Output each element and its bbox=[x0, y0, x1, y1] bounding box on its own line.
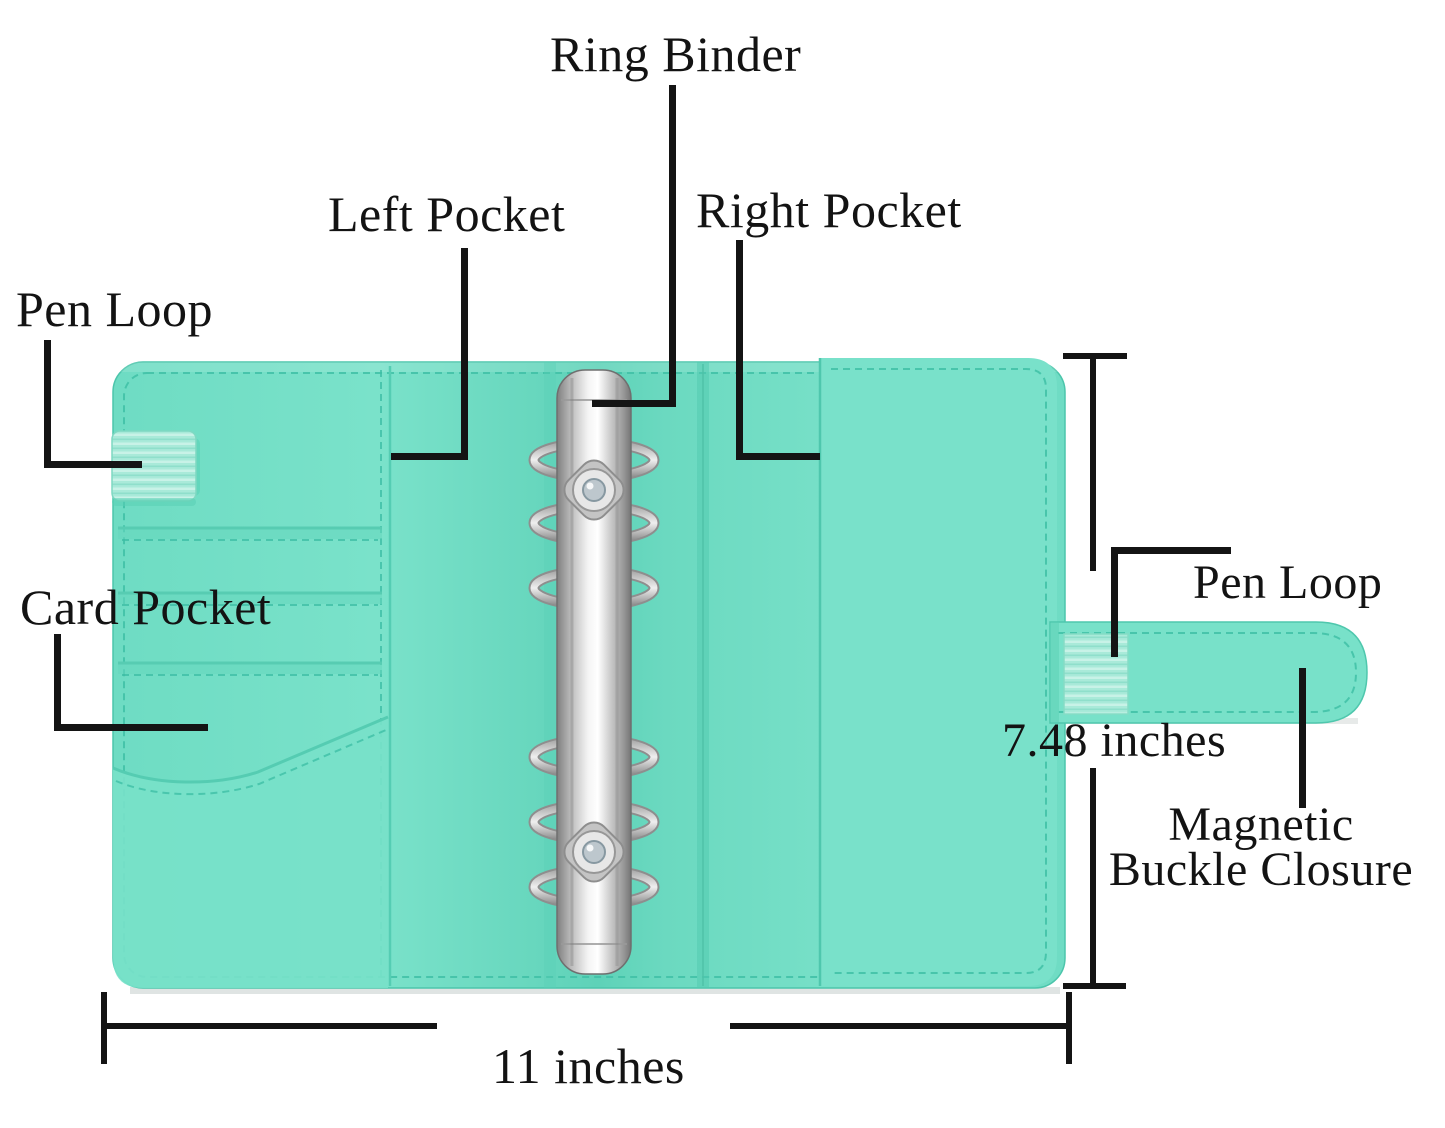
dim-height-line-upper bbox=[1090, 353, 1096, 571]
dim-width-right-tick bbox=[1066, 992, 1072, 1064]
label-width-dimension: 11 inches bbox=[492, 1038, 685, 1094]
rivet bbox=[563, 821, 625, 883]
leader-pen-loop-right-vertical bbox=[1111, 547, 1118, 657]
leader-left-pocket-vertical bbox=[461, 248, 468, 460]
pen-loop-left-elastic bbox=[111, 430, 200, 506]
dim-height-bottom-bar bbox=[1063, 983, 1126, 989]
pen-loop-right-elastic bbox=[1063, 633, 1129, 715]
closure-strap bbox=[1049, 621, 1368, 724]
leader-pen-loop-right-horizontal bbox=[1111, 547, 1231, 554]
dim-width-line-right bbox=[730, 1023, 1072, 1029]
label-magnetic-buckle-closure: Magnetic Buckle Closure bbox=[1093, 798, 1429, 896]
label-left-pocket: Left Pocket bbox=[328, 186, 566, 242]
leader-magnetic-vertical bbox=[1299, 668, 1306, 808]
right-pocket-panel bbox=[818, 358, 1057, 986]
label-pen-loop-right: Pen Loop bbox=[1193, 556, 1383, 609]
label-card-pocket: Card Pocket bbox=[20, 579, 272, 635]
label-magnetic-line2: Buckle Closure bbox=[1108, 843, 1414, 896]
card-slot bbox=[118, 661, 382, 676]
card-slot bbox=[118, 526, 382, 541]
card-slots bbox=[118, 526, 382, 676]
label-height-dimension: 7.48 inches bbox=[1002, 714, 1227, 767]
ring-mechanism bbox=[528, 369, 660, 975]
ring-mechanism-plate bbox=[556, 369, 632, 975]
label-ring-binder: Ring Binder bbox=[550, 26, 802, 82]
card-pocket-main bbox=[112, 715, 389, 988]
card-slot bbox=[118, 591, 382, 606]
leader-pen-loop-left-horizontal bbox=[44, 461, 142, 468]
rivet bbox=[563, 459, 625, 521]
leader-card-pocket-vertical bbox=[54, 634, 61, 731]
leader-ring-binder-horizontal bbox=[592, 400, 676, 407]
leader-ring-binder-vertical bbox=[669, 85, 676, 407]
dim-height-line-lower bbox=[1090, 768, 1096, 988]
label-magnetic-line1: Magnetic bbox=[1168, 798, 1354, 851]
label-right-pocket: Right Pocket bbox=[696, 182, 962, 238]
leader-right-pocket-vertical bbox=[736, 240, 743, 460]
label-pen-loop-left: Pen Loop bbox=[16, 281, 214, 337]
leader-right-pocket-horizontal bbox=[736, 453, 820, 460]
leader-pen-loop-left-vertical bbox=[44, 340, 51, 468]
leader-card-pocket-horizontal bbox=[54, 724, 208, 731]
leader-left-pocket-horizontal bbox=[391, 453, 468, 460]
dim-width-line-left bbox=[101, 1023, 437, 1029]
